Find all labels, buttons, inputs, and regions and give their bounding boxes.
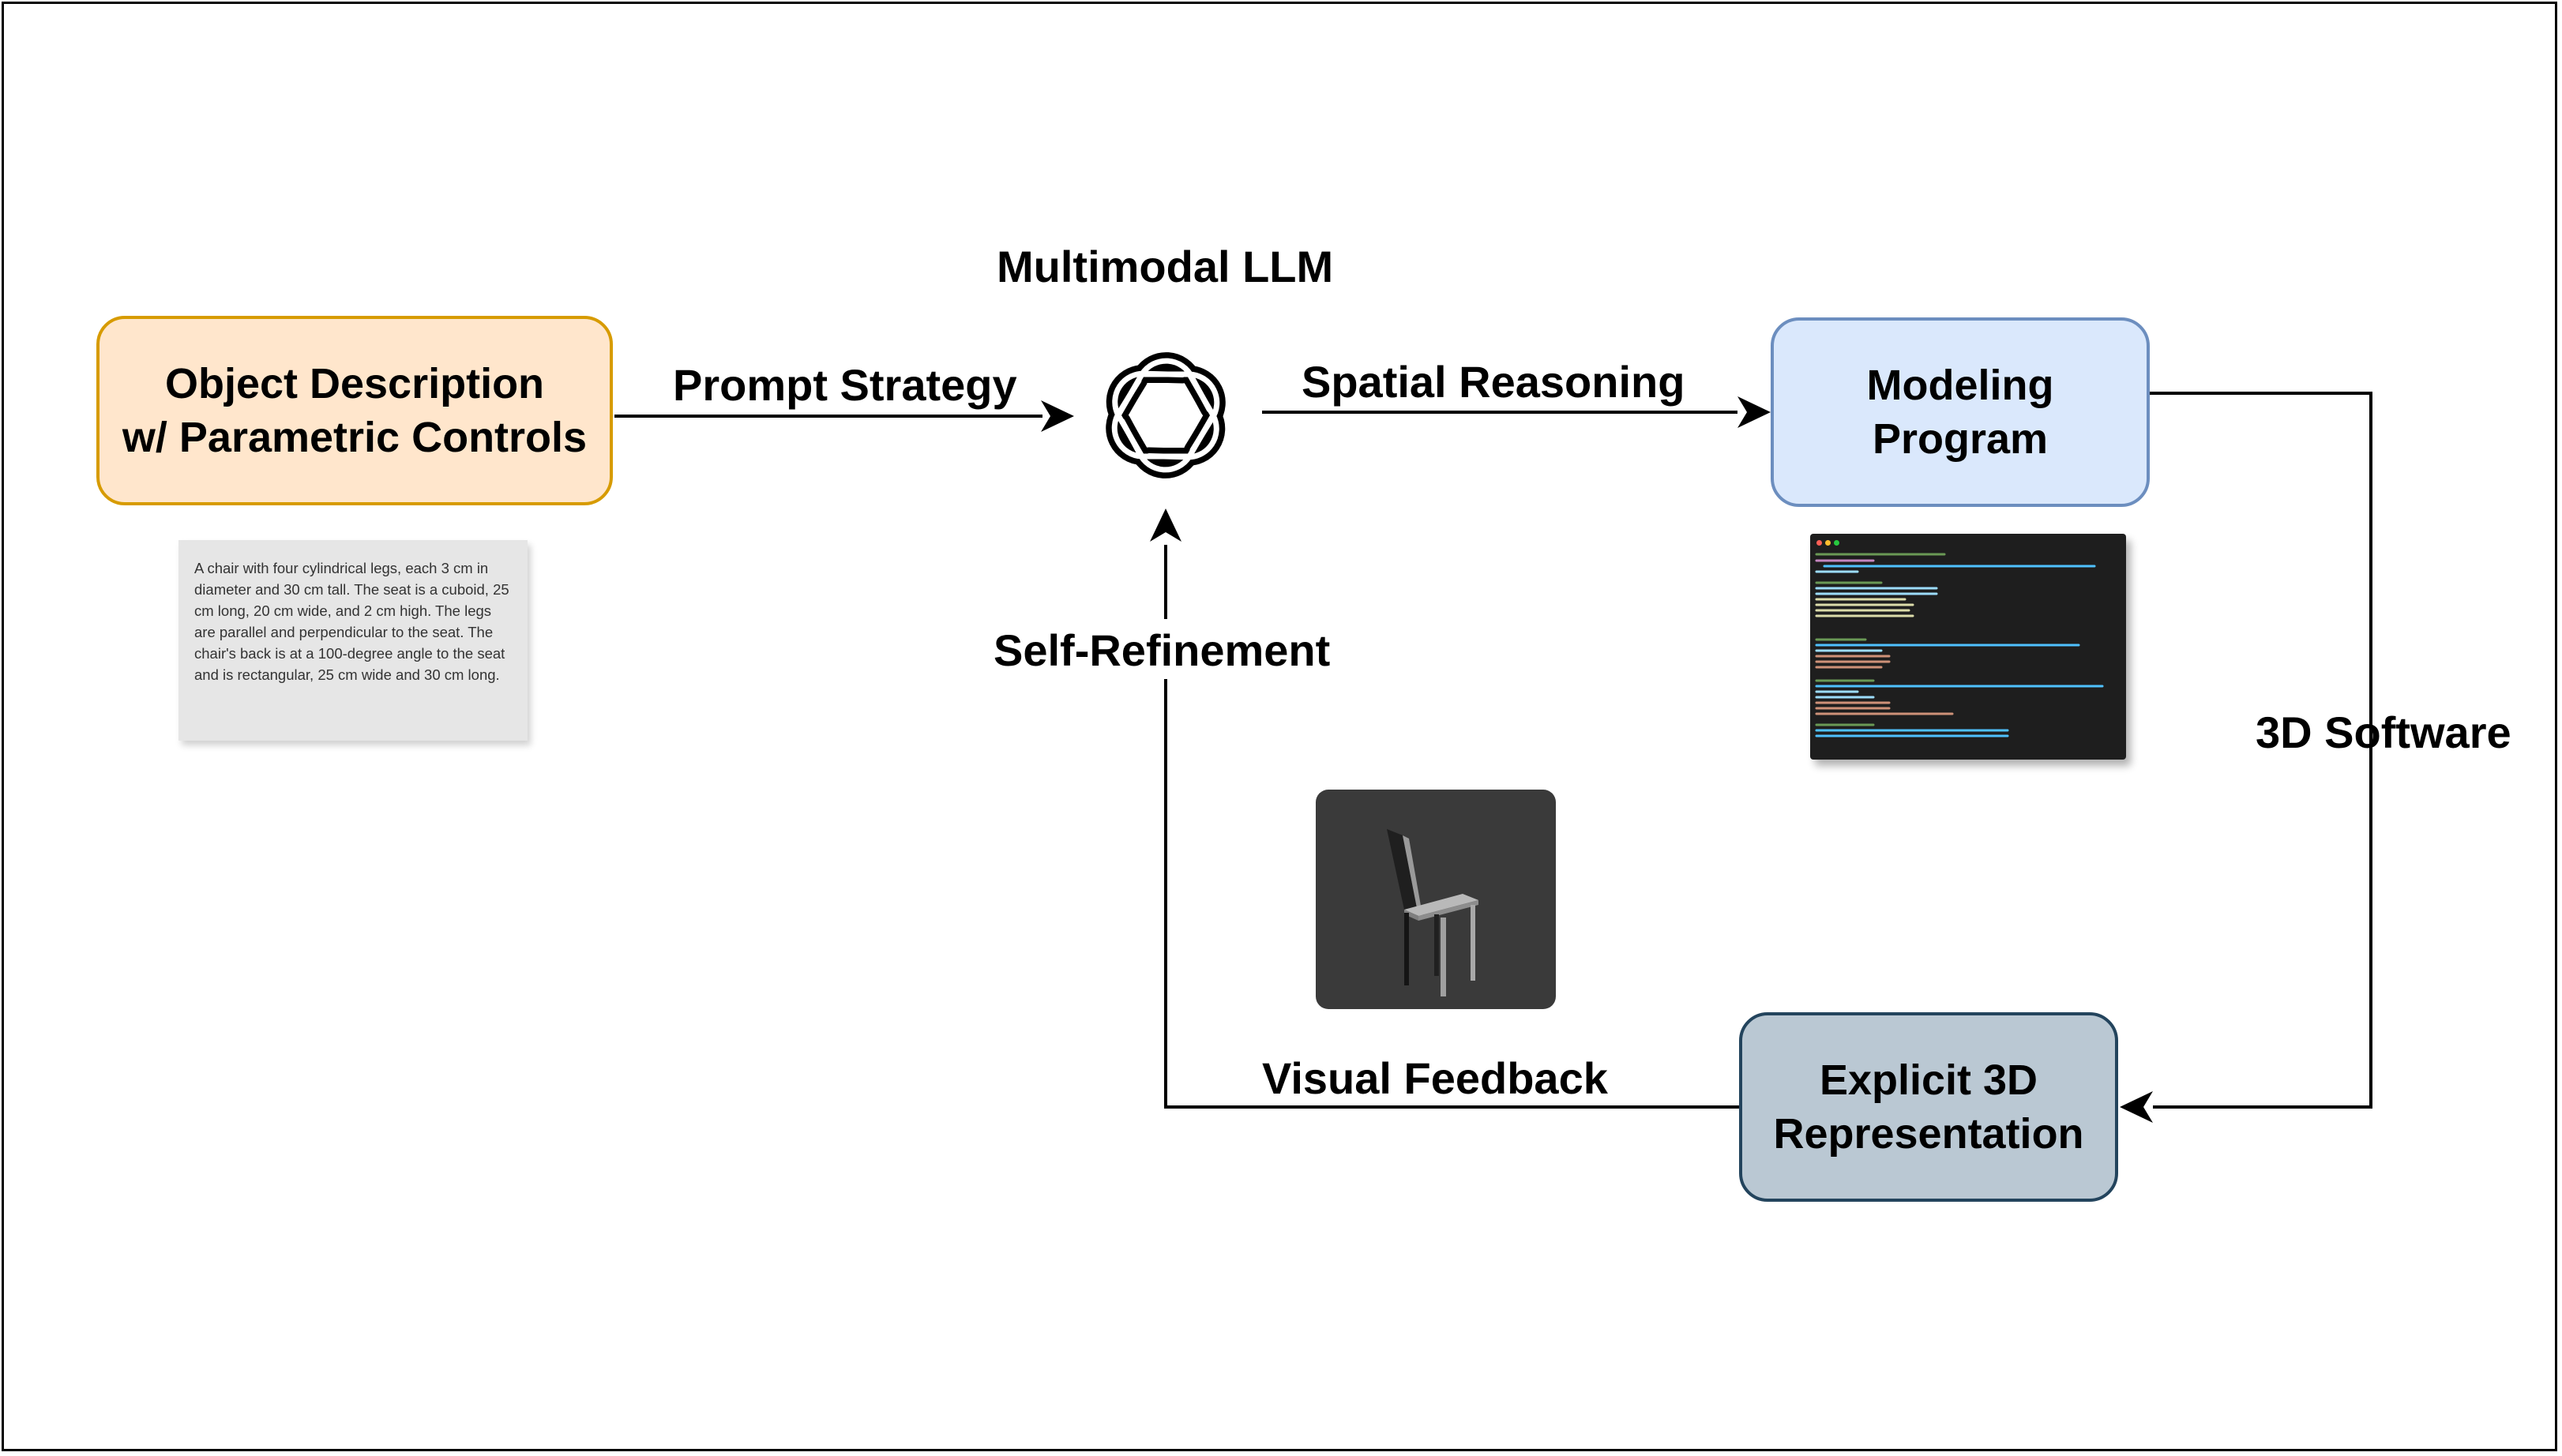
explicit-3d-node: Explicit 3D Representation <box>1739 1012 2118 1202</box>
window-maximize-dot <box>1834 540 1839 546</box>
openai-logo-icon <box>1106 352 1226 478</box>
label-gap <box>1158 619 1174 679</box>
code-lines <box>1815 553 2104 737</box>
edge-visual-feedback <box>1164 545 1739 1109</box>
object-node-line1: Object Description <box>164 360 545 407</box>
explicit-node-line2: Representation <box>1773 1110 2084 1158</box>
chair-render <box>1316 790 1556 1009</box>
prompt-strategy-label: Prompt Strategy <box>673 360 1017 410</box>
code-screenshot <box>1810 534 2126 760</box>
modeling-node-line1: Modeling <box>1866 362 2054 409</box>
window-minimize-dot <box>1825 540 1831 546</box>
arrowhead-self-refinement <box>1150 508 1181 542</box>
arrowhead-prompt <box>1041 400 1074 432</box>
self-refinement-label: Self-Refinement <box>994 625 1331 675</box>
object-description-card: A chair with four cylindrical legs, each… <box>178 540 528 741</box>
object-description-text: A chair with four cylindrical legs, each… <box>194 560 509 683</box>
llm-title: Multimodal LLM <box>997 242 1334 291</box>
edge-3d-software <box>2150 392 2372 1109</box>
arrowhead-software <box>2120 1091 2153 1123</box>
modeling-program-node: Modeling Program <box>1771 317 2150 507</box>
explicit-node-line1: Explicit 3D <box>1819 1056 2038 1104</box>
modeling-node-line2: Program <box>1872 415 2049 463</box>
window-close-dot <box>1816 540 1822 546</box>
chair-icon <box>1387 829 1478 996</box>
3d-software-label: 3D Software <box>2256 707 2511 757</box>
arrowhead-spatial <box>1737 396 1771 428</box>
object-description-node: Object Description w/ Parametric Control… <box>96 316 613 505</box>
spatial-reasoning-label: Spatial Reasoning <box>1302 357 1685 407</box>
object-node-line2: w/ Parametric Controls <box>122 414 588 461</box>
visual-feedback-label: Visual Feedback <box>1262 1053 1608 1103</box>
